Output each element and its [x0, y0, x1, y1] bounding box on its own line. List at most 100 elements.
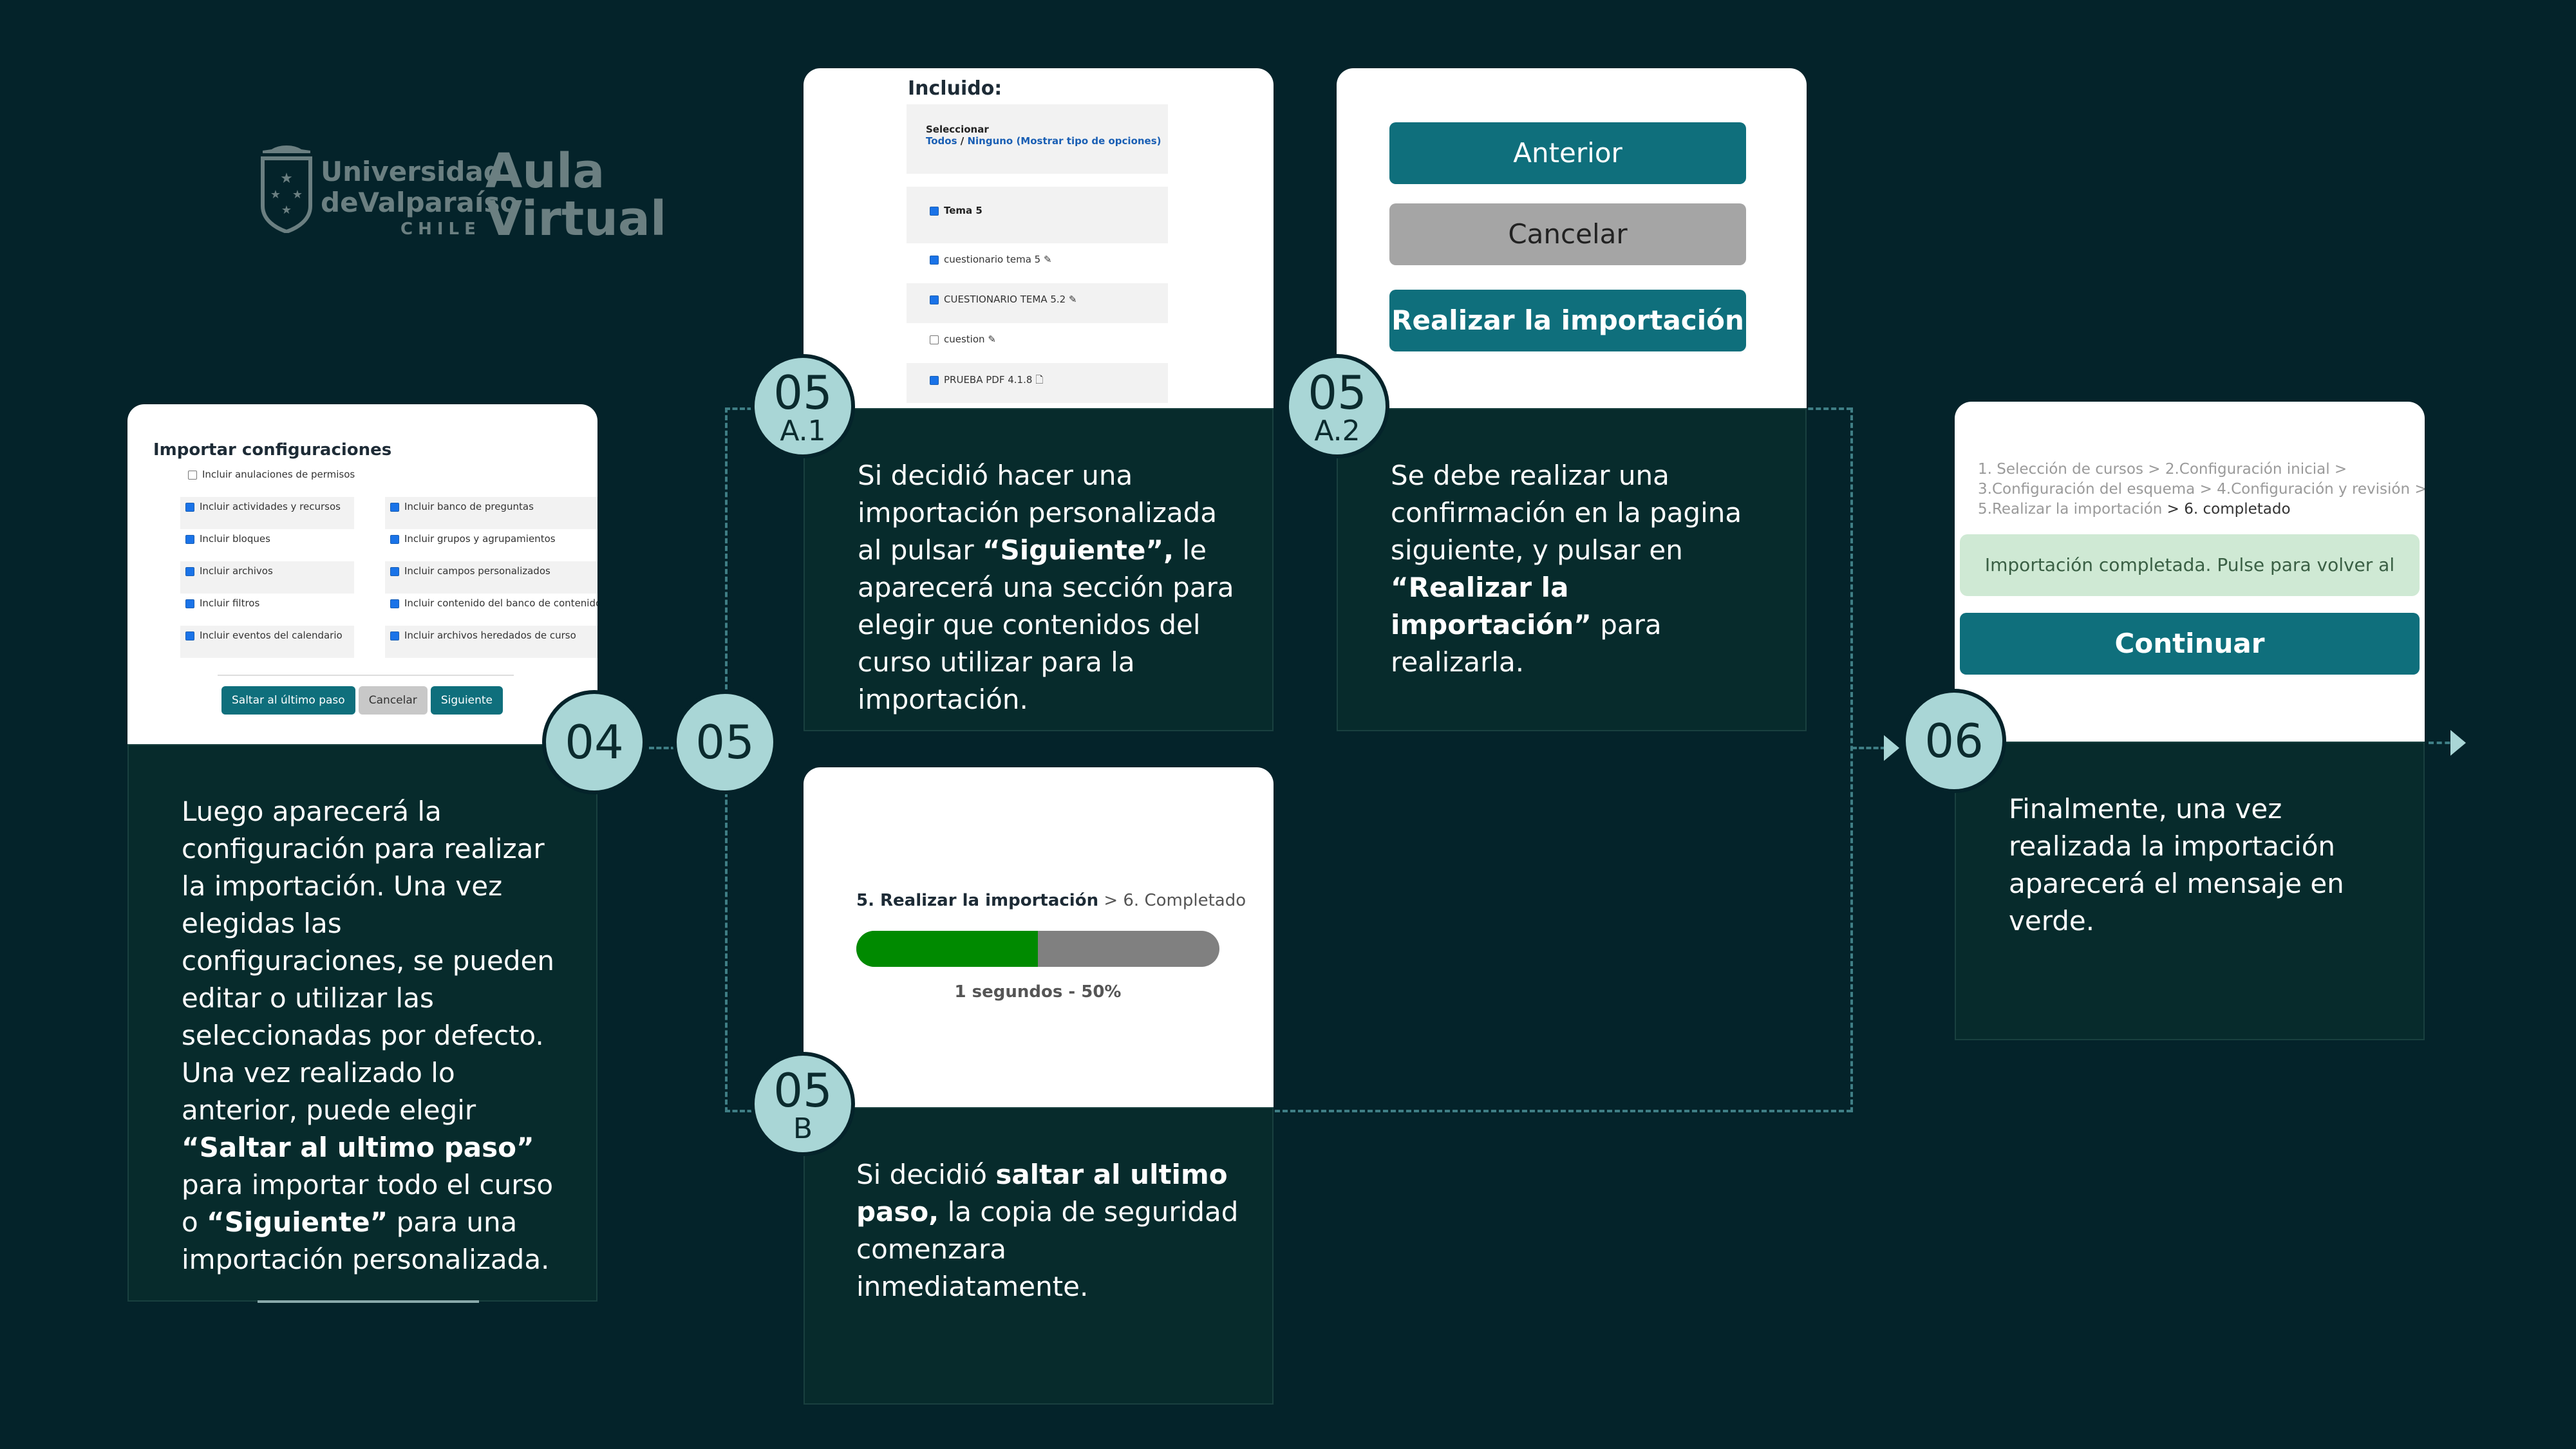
option-label: Incluir eventos del calendario [200, 630, 343, 641]
checkbox-icon[interactable] [185, 631, 194, 640]
checkbox-icon[interactable] [930, 206, 939, 216]
do-import-button[interactable]: Realizar la importación [1389, 290, 1746, 351]
top-option-label: Incluir anulaciones de permisos [202, 469, 355, 480]
list-item[interactable]: PRUEBA PDF 4.1.8 🗋 [907, 363, 1168, 403]
checkbox-icon[interactable] [185, 566, 194, 576]
checkbox-icon[interactable] [185, 502, 194, 512]
edit-icon[interactable]: ✎ [988, 333, 996, 345]
content-list: Tema 5 cuestionario tema 5 ✎ CUESTIONARI… [907, 187, 1168, 403]
step05a2-description: Se debe realizar una confirmación en la … [1391, 460, 1742, 678]
step-badge-06: 06 [1902, 689, 2006, 793]
option-label: Incluir bloques [200, 533, 270, 545]
checkbox-icon[interactable] [390, 631, 399, 640]
checkbox-icon[interactable] [930, 255, 939, 265]
checkbox-icon[interactable] [390, 502, 399, 512]
next-button[interactable]: Siguiente [430, 686, 503, 715]
checkbox-icon[interactable] [188, 470, 197, 480]
option-item[interactable]: Incluir eventos del calendario [180, 626, 354, 658]
list-item[interactable]: Tema 5 [907, 187, 1168, 243]
divider [218, 675, 514, 676]
list-item[interactable]: CUESTIONARIO TEMA 5.2 ✎ [907, 283, 1168, 323]
item-label: cuestionario tema 5 [944, 254, 1041, 265]
step06-description: Finalmente, una vez realizada la importa… [2009, 793, 2344, 937]
arrow-out-icon [2450, 730, 2466, 756]
option-label: Incluir actividades y recursos [200, 501, 341, 512]
select-none-link[interactable]: Ninguno [967, 135, 1013, 147]
connector-05-b-bottom [725, 1110, 760, 1112]
option-item[interactable]: Incluir filtros [180, 594, 354, 626]
connector-right-vertical [1850, 407, 1853, 1112]
step05a1-panel: Si decidió hacer una importación persona… [804, 408, 1274, 731]
option-label: Incluir banco de preguntas [404, 501, 534, 512]
checkbox-icon[interactable] [390, 534, 399, 544]
step05b-screenshot: 5. Realizar la importación > 6. Completa… [804, 767, 1274, 1107]
progress-bar-fill [856, 931, 1038, 967]
option-item[interactable]: Incluir contenido del banco de contenido [385, 594, 597, 626]
top-option[interactable]: Incluir anulaciones de permisos [188, 469, 355, 480]
option-item[interactable]: Incluir grupos y agrupamientos [385, 529, 597, 561]
step04-description: Luego aparecerá la configuración para re… [182, 796, 554, 1275]
logo-brand2: Virtual [485, 191, 667, 247]
svg-text:★: ★ [281, 203, 292, 217]
logo-line1: Universidad [321, 156, 503, 187]
option-label: Incluir grupos y agrupamientos [404, 533, 556, 545]
step05a2-screenshot: Anterior Cancelar Realizar la importació… [1337, 68, 1807, 408]
item-label: PRUEBA PDF 4.1.8 [944, 374, 1033, 386]
show-options-link[interactable]: (Mostrar tipo de opciones) [1013, 135, 1161, 147]
edit-icon[interactable]: ✎ [1069, 294, 1077, 305]
step04-underline [258, 1300, 479, 1303]
select-label: Seleccionar [926, 124, 989, 135]
option-item[interactable]: Incluir archivos heredados de curso [385, 626, 597, 658]
option-item[interactable]: Incluir campos personalizados [385, 561, 597, 594]
step05a2-panel: Se debe realizar una confirmación en la … [1337, 408, 1807, 731]
step06-screenshot: 1. Selección de cursos > 2.Configuración… [1955, 402, 2425, 742]
list-item[interactable]: cuestionario tema 5 ✎ [907, 243, 1168, 283]
checkbox-icon[interactable] [930, 295, 939, 304]
option-item[interactable]: Incluir banco de preguntas [385, 497, 597, 529]
cancel-button[interactable]: Cancelar [358, 686, 428, 715]
checkbox-icon[interactable] [390, 566, 399, 576]
item-label: Tema 5 [944, 205, 982, 216]
item-label: cuestion [944, 333, 985, 345]
import-complete-alert[interactable]: Importación completada. Pulse para volve… [1960, 534, 2420, 637]
shield-icon: ★ ★ ★ ★ [261, 145, 312, 233]
checkbox-icon[interactable] [185, 534, 194, 544]
option-item[interactable]: Incluir bloques [180, 529, 354, 561]
svg-text:★: ★ [280, 171, 293, 187]
checkbox-icon[interactable] [930, 375, 939, 385]
cancel-button[interactable]: Cancelar [1389, 203, 1746, 265]
previous-button[interactable]: Anterior [1389, 122, 1746, 184]
document-icon: 🗋 [1035, 374, 1044, 386]
option-item[interactable]: Incluir actividades y recursos [180, 497, 354, 529]
step-badge-04: 04 [542, 690, 646, 794]
checkbox-icon[interactable] [390, 599, 399, 608]
connector-b-right [1275, 1110, 1852, 1112]
checkbox-icon[interactable] [930, 335, 939, 344]
import-breadcrumb: 1. Selección de cursos > 2.Configuración… [1978, 461, 2425, 518]
connector-06-out [2429, 742, 2458, 744]
continue-button[interactable]: Continuar [1960, 613, 2420, 675]
step06-panel: Finalmente, una vez realizada la importa… [1955, 742, 2425, 1040]
step04-screenshot: Importar configuraciones Incluir anulaci… [127, 404, 597, 744]
select-all-link[interactable]: Todos [926, 135, 957, 147]
connector-to-06 [1852, 747, 1893, 749]
step05b-description: Si decidió saltar al ultimo paso, la cop… [856, 1159, 1239, 1302]
logo-brand1: Aula [485, 144, 605, 199]
arrow-to-06-icon [1884, 735, 1899, 761]
option-label: Incluir campos personalizados [404, 565, 550, 577]
edit-icon[interactable]: ✎ [1044, 254, 1052, 265]
checkbox-icon[interactable] [185, 599, 194, 608]
logo-line2: deValparaíso [321, 187, 519, 218]
svg-text:★: ★ [270, 188, 281, 201]
svg-text:★: ★ [292, 188, 303, 201]
option-label: Incluir contenido del banco de contenido [404, 597, 597, 609]
option-label: Incluir archivos heredados de curso [404, 630, 576, 641]
included-heading: Incluido: [908, 77, 1002, 100]
skip-to-last-step-button[interactable]: Saltar al último paso [221, 686, 355, 715]
step05a1-screenshot: Incluido: Seleccionar Todos / Ninguno (M… [804, 68, 1274, 408]
list-item[interactable]: cuestion ✎ [907, 323, 1168, 363]
option-item[interactable]: Incluir archivos [180, 561, 354, 594]
